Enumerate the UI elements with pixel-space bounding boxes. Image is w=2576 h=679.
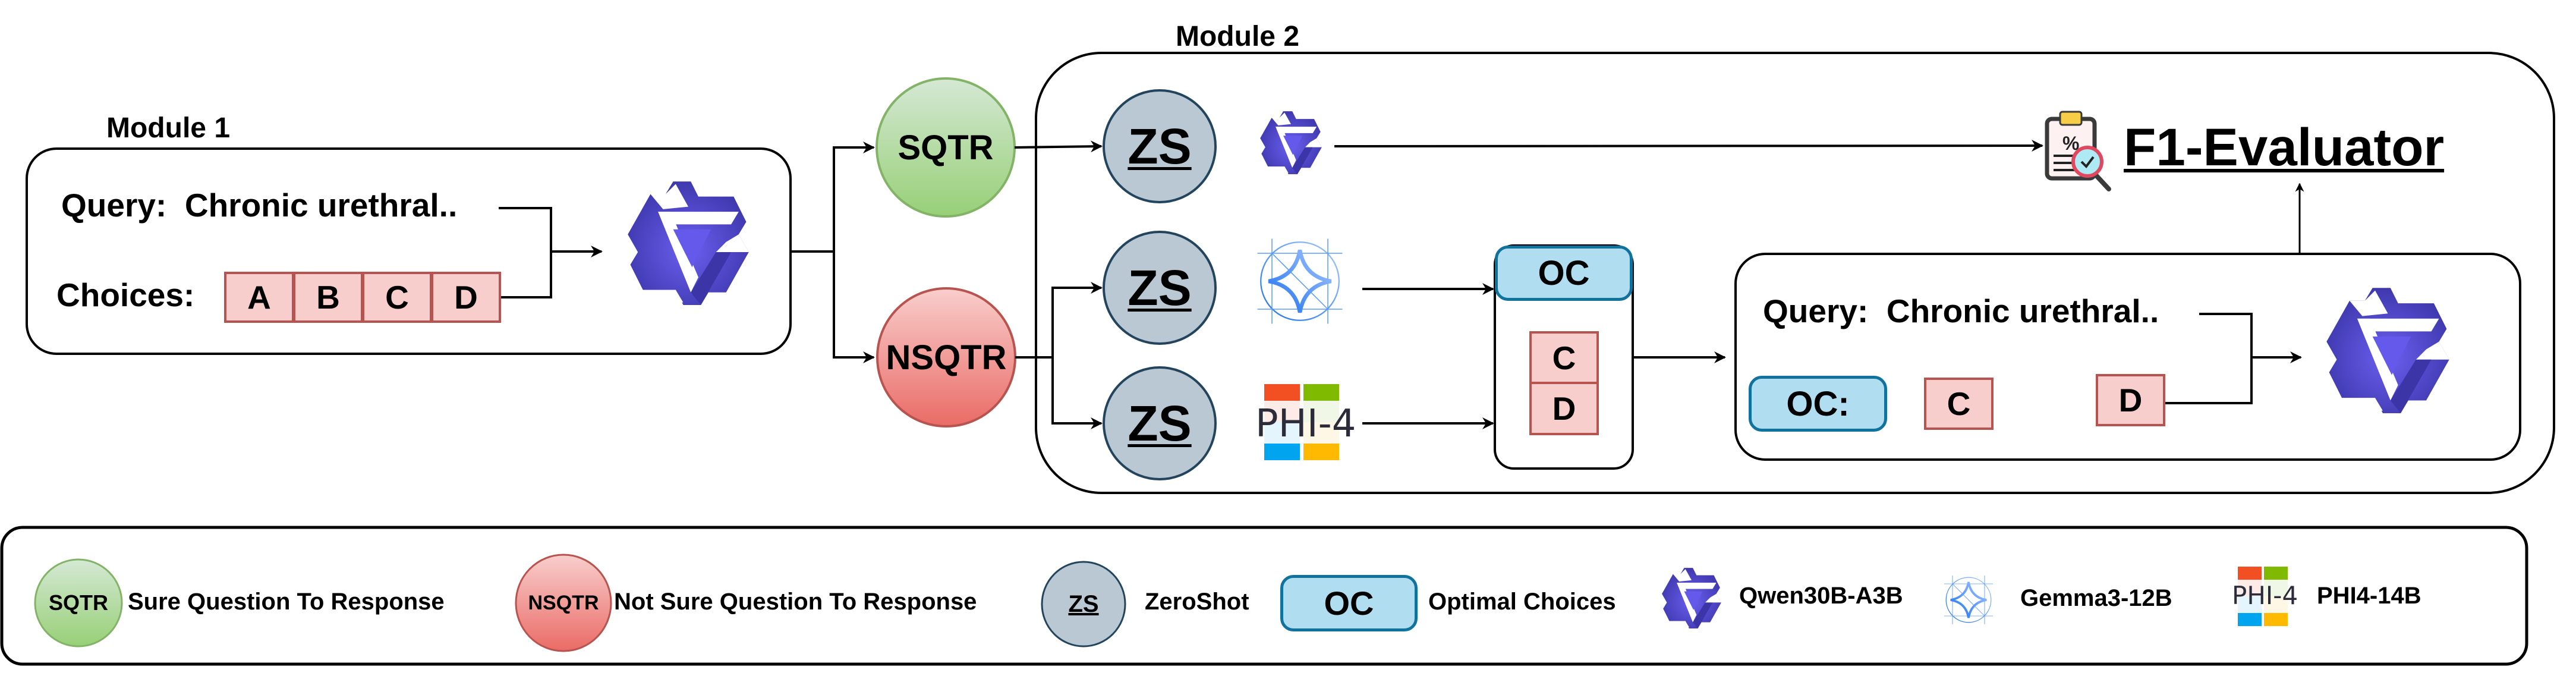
legend-zs-label: ZeroShot: [1145, 589, 1249, 615]
sqtr-node: SQTR: [897, 128, 994, 167]
legend-sqtr-symbol: SQTR: [48, 590, 108, 615]
gemma-icon-legend: [1936, 568, 2001, 632]
legend-oc-symbol: OC: [1280, 575, 1418, 631]
query-label: Query:: [61, 187, 167, 224]
gemma-icon-module2: [1244, 225, 1356, 337]
f1-evaluator-label: F1-Evaluator: [2124, 117, 2445, 177]
zs-node-1: ZS: [1128, 118, 1192, 174]
refine-choice-c: C: [1924, 378, 1994, 430]
query-connector: [499, 207, 552, 298]
refine-box: [1734, 253, 2521, 461]
legend-gemma-label: Gemma3-12B: [2020, 585, 2172, 611]
legend-oc-label: Optimal Choices: [1428, 589, 1616, 615]
choice-d: D: [431, 272, 501, 323]
to-sqtr-arrow: [833, 142, 875, 252]
to-nsqtr-arrow: [833, 252, 875, 363]
oc-header: OC: [1495, 246, 1633, 301]
zs-node-3: ZS: [1128, 395, 1192, 451]
qwen-icon-module2: [1260, 111, 1322, 174]
legend-box: [0, 526, 2528, 666]
module1-query: Query: Chronic urethral..: [61, 186, 457, 224]
refine-choice-d: D: [2096, 374, 2165, 426]
oc-choice-c: C: [1529, 331, 1599, 384]
module1-label: Module 1: [106, 112, 231, 144]
legend-phi4-label: PHI4-14B: [2317, 583, 2421, 609]
module2-box: [1035, 52, 2555, 494]
phi4-logo-text: PHI-4: [1255, 402, 1356, 446]
query-text: Chronic urethral..: [184, 187, 458, 224]
choice-a: A: [224, 272, 294, 323]
refine-query: Query: Chronic urethral..: [1763, 292, 2159, 330]
zs-node-2: ZS: [1128, 259, 1192, 316]
choice-c: C: [362, 272, 432, 323]
qwen-icon-module1: [628, 181, 749, 305]
oc-choice-d: D: [1529, 382, 1599, 435]
refine-oc-label: OC:: [1749, 376, 1887, 432]
choice-b: B: [293, 272, 363, 323]
zs-node-2-shape: [1103, 231, 1217, 345]
legend-qwen-label: Qwen30B-A3B: [1739, 583, 1903, 609]
legend-zs-symbol: ZS: [1068, 590, 1099, 617]
legend-sqtr-label: Sure Question To Response: [128, 589, 445, 615]
phi4-icon-module2: PHI-4: [1255, 384, 1356, 460]
zs-node-1-shape: [1103, 89, 1217, 203]
refine-query-text: Chronic urethral..: [1886, 293, 2159, 329]
legend-phi4-logo-text: PHI-4: [2232, 581, 2298, 610]
choices-label: Choices:: [56, 276, 195, 313]
nsqtr-node: NSQTR: [886, 338, 1007, 377]
module2-label: Module 2: [1176, 21, 1300, 52]
clipboard-magnifier-icon: %: [2045, 111, 2111, 191]
qwen-icon-legend: [1662, 568, 1721, 628]
legend-nsqtr-symbol: NSQTR: [528, 591, 599, 614]
refine-query-label: Query:: [1763, 293, 1869, 329]
qwen-icon-refine: [2326, 288, 2449, 413]
phi4-icon-legend: PHI-4: [2232, 567, 2298, 626]
legend-nsqtr-label: Not Sure Question To Response: [614, 589, 977, 615]
zs-node-3-shape: [1103, 366, 1217, 480]
